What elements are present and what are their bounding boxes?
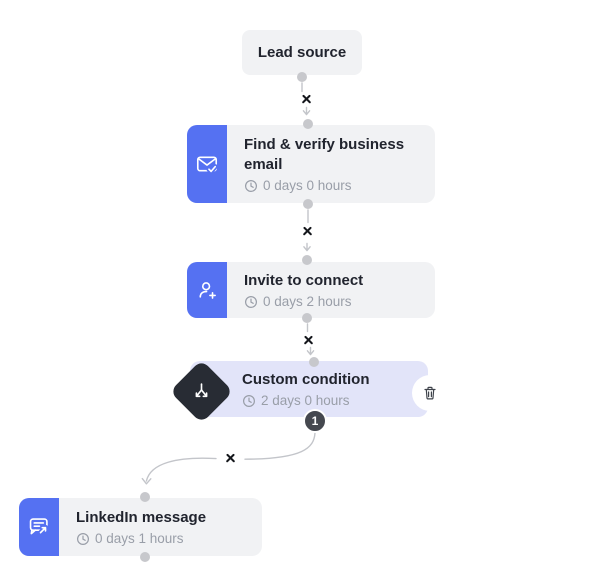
delete-connection-button[interactable] bbox=[299, 92, 313, 106]
delete-connection-button[interactable] bbox=[223, 451, 237, 465]
lead-source-label: Lead source bbox=[257, 43, 347, 61]
connector-path bbox=[145, 457, 217, 482]
condition-diamond bbox=[169, 359, 234, 424]
node-linkedin-message[interactable]: LinkedIn message 0 days 1 hours bbox=[19, 498, 262, 556]
trash-icon bbox=[424, 386, 436, 400]
clock-icon bbox=[244, 295, 258, 308]
email-check-icon bbox=[187, 125, 227, 203]
connector-arrowhead bbox=[141, 477, 152, 485]
port-in-invite-to-connect bbox=[302, 255, 312, 265]
node-title: Find & verify business email bbox=[244, 136, 405, 173]
node-title: Invite to connect bbox=[244, 272, 364, 289]
node-lead-source[interactable]: Lead source bbox=[242, 30, 362, 75]
port-out-invite-to-connect bbox=[302, 313, 312, 323]
port-in-custom-condition bbox=[309, 357, 319, 367]
connector-path bbox=[244, 432, 316, 460]
connector-arrowhead bbox=[306, 346, 315, 356]
node-delay: 0 days 0 hours bbox=[244, 178, 425, 193]
node-delay: 0 days 2 hours bbox=[244, 294, 363, 309]
delete-connection-button[interactable] bbox=[301, 333, 315, 347]
node-content: LinkedIn message 0 days 1 hours bbox=[59, 498, 216, 556]
port-in-linkedin-message bbox=[140, 492, 150, 502]
connector-arrowhead bbox=[303, 242, 311, 252]
node-content: Find & verify business email 0 days 0 ho… bbox=[227, 125, 435, 203]
node-content: Invite to connect 0 days 2 hours bbox=[227, 262, 373, 318]
delete-connection-button[interactable] bbox=[300, 224, 314, 238]
clock-icon bbox=[244, 179, 258, 192]
connector-arrowhead bbox=[302, 106, 311, 116]
delay-text: 0 days 1 hours bbox=[95, 531, 184, 546]
delay-text: 0 days 0 hours bbox=[263, 178, 352, 193]
node-title: Custom condition bbox=[242, 371, 370, 388]
delay-text: 0 days 2 hours bbox=[263, 294, 352, 309]
port-out-linkedin-message bbox=[140, 552, 150, 562]
port-out-lead-source bbox=[297, 72, 307, 82]
clock-icon bbox=[242, 394, 256, 407]
port-out-find-verify-email bbox=[303, 199, 313, 209]
person-add-icon bbox=[187, 262, 227, 318]
node-find-verify-email[interactable]: Find & verify business email 0 days 0 ho… bbox=[187, 125, 435, 203]
node-title: LinkedIn message bbox=[76, 509, 207, 526]
port-in-find-verify-email bbox=[303, 119, 313, 129]
delay-text: 2 days 0 hours bbox=[261, 393, 350, 408]
branch-split-icon bbox=[195, 382, 208, 397]
message-send-icon bbox=[19, 498, 59, 556]
node-invite-to-connect[interactable]: Invite to connect 0 days 2 hours bbox=[187, 262, 435, 318]
clock-icon bbox=[76, 532, 90, 545]
delete-node-button[interactable] bbox=[412, 375, 448, 411]
node-delay: 0 days 1 hours bbox=[76, 531, 206, 546]
branch-1-badge[interactable]: 1 bbox=[303, 409, 327, 433]
node-delay: 2 days 0 hours bbox=[242, 393, 428, 408]
